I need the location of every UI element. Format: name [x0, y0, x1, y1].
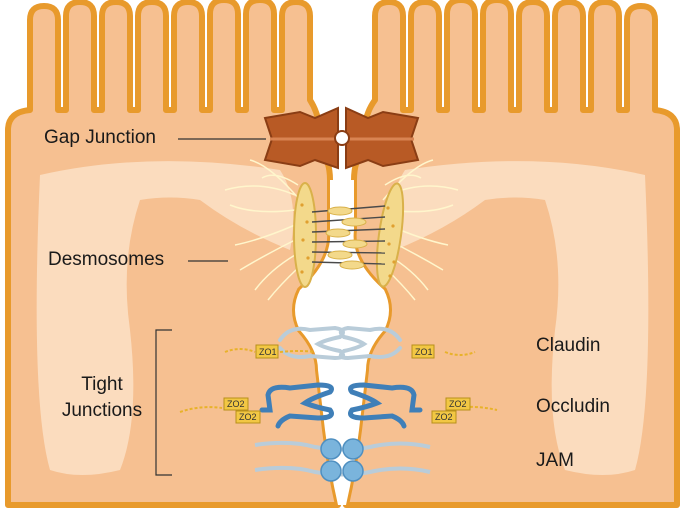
jam-domain: [320, 460, 342, 482]
occludin-right: [348, 382, 423, 429]
jam-domain: [342, 438, 364, 460]
desmosomes-label: Desmosomes: [48, 249, 165, 270]
zo2-right-lower-label: ZO2: [435, 412, 453, 422]
zo2-left-upper-label: ZO2: [227, 399, 245, 409]
occludin-label: Occludin: [536, 396, 610, 417]
right-cell-highlight: [391, 161, 649, 475]
occludin-left: [259, 382, 334, 429]
intercellular-space: [295, 180, 389, 505]
gap-junction: [263, 106, 420, 170]
tight-junctions-label: Tight Junctions: [52, 372, 152, 424]
zo2-right-upper-box: ZO2: [445, 397, 471, 411]
tight-junctions-bracket: [155, 329, 172, 476]
desmosome-plaque-dots: [300, 203, 396, 278]
claudin-label: Claudin: [536, 335, 601, 356]
occludin-proteins: [259, 382, 423, 429]
zo2-left-upper-box: ZO2: [223, 397, 249, 411]
zo1-left-box: ZO1: [255, 344, 279, 359]
left-cell-highlight: [36, 161, 294, 475]
gap-junction-label: Gap Junction: [44, 127, 156, 148]
zo2-left-lower-label: ZO2: [239, 412, 257, 422]
desmosome-plaque-right: [375, 182, 405, 288]
zo2-left-lower-box: ZO2: [235, 410, 261, 424]
zo-chains: [179, 348, 498, 413]
desmosome-linkers: [325, 206, 368, 270]
jam-label: JAM: [536, 450, 574, 471]
gap-junction-pore: [334, 130, 350, 146]
claudin-right: [338, 325, 402, 361]
tight-junctions-label-line2: Junctions: [61, 400, 143, 421]
claudin-proteins: [278, 325, 402, 361]
jam-domain: [320, 438, 342, 460]
jam-domain: [342, 460, 364, 482]
desmosome-plaque-left: [293, 182, 317, 288]
claudin-left: [278, 325, 345, 361]
zo2-right-lower-box: ZO2: [431, 410, 457, 424]
jam-proteins: [254, 438, 431, 482]
zo1-right-box: ZO1: [411, 344, 435, 359]
right-epithelial-cell: [343, 0, 680, 508]
zo1-left-label: ZO1: [259, 347, 277, 357]
zo1-right-label: ZO1: [415, 347, 433, 357]
zo2-right-upper-label: ZO2: [449, 399, 467, 409]
tight-junctions-label-line1: Tight: [81, 374, 123, 395]
desmosomes: [224, 159, 459, 301]
